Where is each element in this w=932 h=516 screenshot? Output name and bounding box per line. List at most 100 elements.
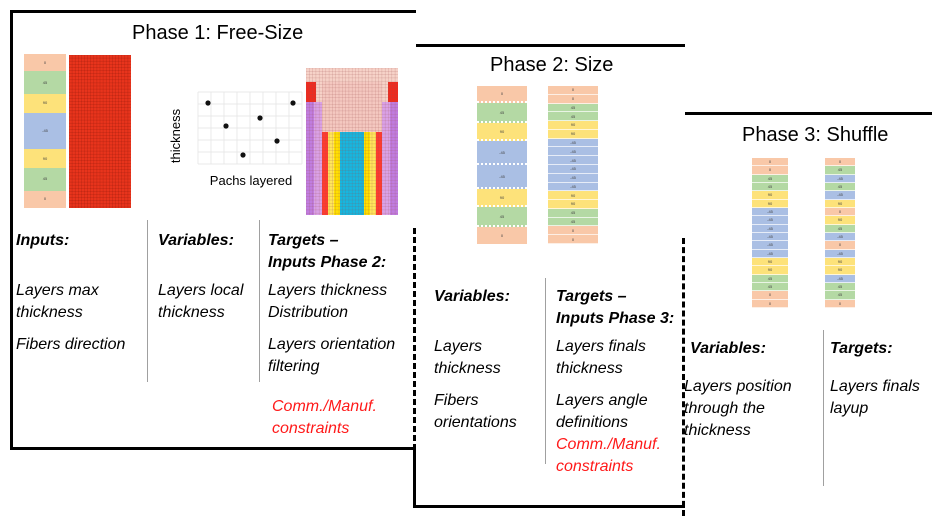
ply-layer: 45	[477, 102, 527, 123]
scatter-point	[257, 115, 263, 121]
phase2-constraints-line-1: Comm./Manuf.	[556, 436, 661, 453]
phase1-layered-cross-section	[306, 68, 398, 215]
ply-layer: 0	[752, 166, 788, 175]
phase1-title: Phase 1: Free-Size	[132, 22, 304, 44]
ply-layer: 0	[825, 299, 855, 308]
phase2-variables-line-4: orientations	[434, 414, 517, 431]
ply-layer: -45	[752, 224, 788, 233]
phase2-variables-line-2: thickness	[434, 360, 501, 377]
ply-layer: -45	[825, 233, 855, 242]
scatter-point	[274, 138, 280, 144]
phase1-constraints-line-1: Comm./Manuf.	[272, 398, 377, 415]
ply-layer: 90	[752, 258, 788, 267]
ply-layer: 0	[752, 299, 788, 308]
ply-layer: 0	[825, 208, 855, 217]
ply-layer: 45	[752, 283, 788, 292]
phase3-targets-line-1: Layers finals	[830, 378, 920, 395]
ply-layer: 90	[752, 191, 788, 200]
phase1-targets-line-3: Layers orientation	[268, 336, 396, 353]
phase2-variables-line-1: Layers	[434, 338, 483, 355]
ply-layer: 45	[825, 166, 855, 175]
ply-layer: 90	[24, 149, 66, 169]
phase2-dashed-edge	[682, 238, 685, 516]
ply-layer: -45	[477, 165, 527, 189]
phase1-plot-xlabel: Pachs layered	[210, 173, 292, 188]
ply-layer: 0	[24, 54, 66, 72]
ply-layer: -45	[548, 182, 598, 192]
phase3-divider	[823, 330, 824, 486]
ply-layer: 0	[477, 86, 527, 103]
phase1-targets-line-1: Layers thickness	[268, 282, 388, 299]
ply-layer: -45	[752, 249, 788, 258]
ply-layer: -45	[752, 241, 788, 250]
ply-layer: 90	[548, 191, 598, 201]
phase1-red-thickness-grid	[69, 55, 131, 208]
phase1-plot-ylabel: thickness	[168, 108, 183, 163]
ply-layer: 0	[752, 158, 788, 167]
ply-layer: 0	[825, 158, 855, 167]
ply-layer: -45	[825, 174, 855, 183]
phase2-divider	[545, 278, 546, 464]
phase2-title: Phase 2: Size	[490, 54, 614, 76]
phase1-inputs-line-1: Layers max	[16, 282, 99, 299]
ply-layer: 0	[477, 227, 527, 244]
ply-layer: 0	[548, 94, 598, 104]
ply-layer: 90	[825, 199, 855, 208]
phase1-targets-line-4: filtering	[268, 358, 320, 375]
phase2-targets-line-4: definitions	[556, 414, 629, 431]
ply-layer: -45	[548, 138, 598, 148]
ply-layer: 0	[24, 190, 66, 208]
ply-layer: 90	[477, 122, 527, 142]
ply-layer: 45	[24, 71, 66, 94]
ply-layer: 45	[548, 103, 598, 113]
ply-layer: 90	[548, 121, 598, 130]
phase1-variables-line-2: thickness	[158, 304, 225, 321]
ply-layer: 45	[825, 291, 855, 300]
ply-layer: 45	[548, 112, 598, 122]
phase2-targets-line-2: thickness	[556, 360, 623, 377]
phase1-constraints-line-2: constraints	[272, 420, 350, 437]
ply-layer: 90	[548, 129, 598, 139]
phase3-variables-line-1: Layers position	[684, 378, 792, 395]
phase1-dashed-edge	[413, 228, 416, 450]
ply-layer: -45	[548, 165, 598, 174]
ply-layer: -45	[752, 216, 788, 225]
phase2-variables-line-3: Fibers	[434, 392, 479, 409]
ply-layer: 0	[548, 235, 598, 244]
phase1-divider-1	[147, 220, 148, 382]
phase2-targets-line-1: Layers finals	[556, 338, 646, 355]
phase3-variables-header: Variables:	[690, 340, 766, 357]
phase2-constraints-line-2: constraints	[556, 458, 634, 475]
ply-layer: -45	[825, 191, 855, 200]
ply-layer: 0	[752, 291, 788, 300]
ply-layer: 45	[548, 208, 598, 218]
ply-layer: 45	[825, 183, 855, 192]
ply-layer: 45	[752, 274, 788, 283]
ply-layer: 45	[752, 183, 788, 192]
ply-layer: 90	[477, 188, 527, 208]
ply-layer: -45	[548, 173, 598, 183]
ply-layer: -45	[752, 208, 788, 217]
phase1-targets-header-1: Targets –	[268, 232, 339, 249]
phase1-targets-header-2: Inputs Phase 2:	[268, 254, 387, 271]
phase3-variables-line-2: through the	[684, 400, 765, 417]
phase3-top-border	[680, 112, 932, 115]
ply-layer: 0	[548, 226, 598, 236]
ply-layer: 90	[825, 216, 855, 225]
phase3-title: Phase 3: Shuffle	[742, 124, 889, 146]
scatter-point	[205, 100, 211, 106]
phase1-inputs-line-3: Fibers direction	[16, 336, 126, 353]
ply-layer: 90	[825, 266, 855, 275]
phase3-targets-line-2: layup	[830, 400, 869, 417]
ply-layer: -45	[477, 141, 527, 165]
ply-layer: 45	[477, 207, 527, 228]
ply-layer: -45	[24, 112, 66, 150]
ply-layer: 45	[24, 168, 66, 191]
phase1-inputs-header: Inputs:	[16, 232, 70, 249]
ply-layer: 0	[825, 241, 855, 250]
ply-layer: 90	[24, 93, 66, 113]
